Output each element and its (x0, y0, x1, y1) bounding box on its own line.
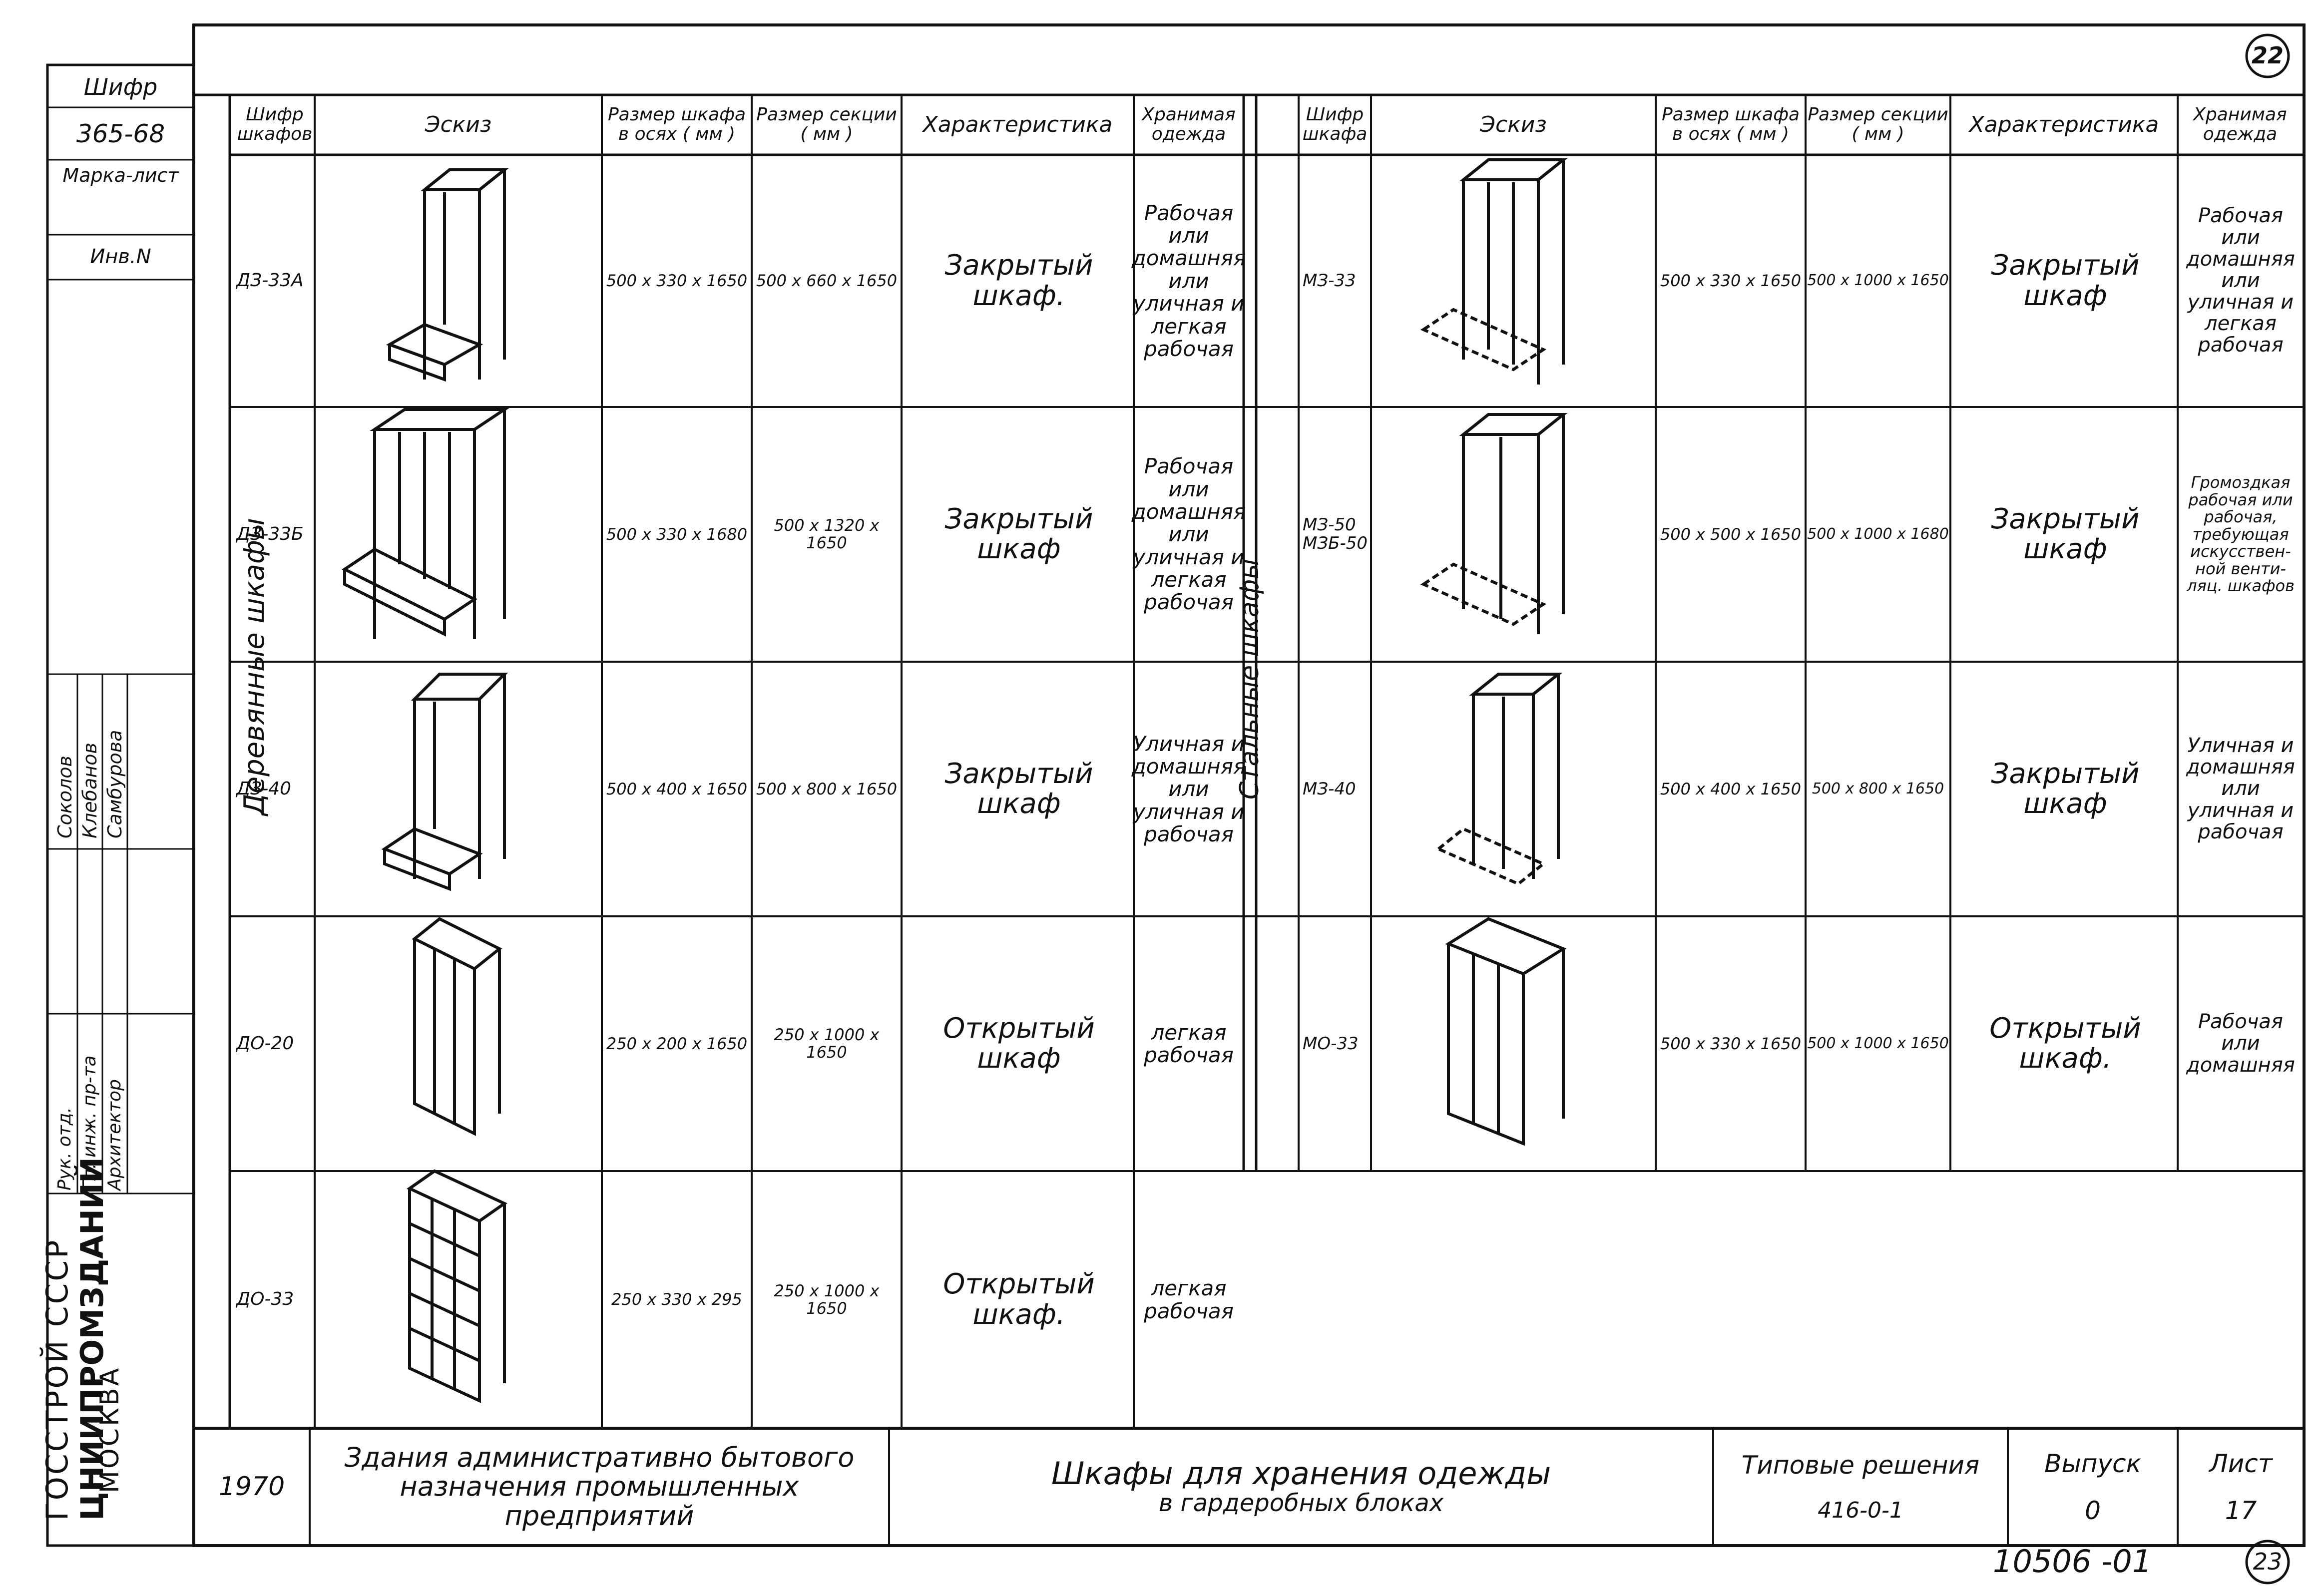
row-characteristic: Закрытый шкаф (944, 757, 1093, 820)
row-clothing: легкая рабочая (1144, 1276, 1234, 1323)
header-sketch-right: Эскиз (1480, 112, 1547, 138)
row-characteristic: Закрытый шкаф (1991, 757, 2140, 820)
header-size-axes: Размер шкафа в осях ( мм ) (607, 104, 746, 144)
header-sketch: Эскиз (425, 112, 492, 138)
stamp-role-1: Рук. отд. (54, 1107, 75, 1191)
row-code: ДЗ-33Б (236, 523, 304, 544)
row-characteristic: Открытый шкаф (943, 1012, 1095, 1075)
issue-value: 0 (2085, 1496, 2101, 1525)
row-size-axes: 500 x 330 x 1650 (1660, 271, 1802, 291)
row-size-section: 500 x 800 x 1650 (1812, 780, 1944, 797)
title-year: 1970 (218, 1472, 285, 1502)
row-code: МЗ-50 МЗБ-50 (1303, 515, 1368, 553)
row-size-section: 500 x 1320 x 1650 (774, 516, 880, 552)
drawing-subtitle: в гардеробных блоках (1158, 1489, 1444, 1518)
row-size-section: 250 x 1000 x 1650 (774, 1025, 880, 1062)
row-size-axes: 500 x 500 x 1650 (1660, 524, 1802, 544)
header-code: Шифр шкафов (237, 104, 313, 144)
row-size-section: 500 x 1000 x 1650 (1807, 272, 1949, 290)
row-characteristic: Открытый шкаф. (1989, 1012, 2141, 1075)
row-size-axes: 500 x 330 x 1650 (606, 271, 748, 291)
title-drawing: Шкафы для хранения одежды в гардеробных … (894, 1428, 1708, 1546)
row-size-section: 500 x 1000 x 1680 (1807, 525, 1949, 543)
series-label: Типовые решения (1741, 1450, 1980, 1480)
row-clothing: Рабочая или домашняя или уличная и легка… (2186, 204, 2295, 357)
header-clothing-right: Хранимая одежда (2193, 104, 2287, 144)
row-characteristic: Закрытый шкаф. (944, 249, 1093, 312)
cipher-value: 365-68 (76, 119, 165, 148)
sketch-d3-33b (342, 408, 509, 639)
sketch-d3-40 (381, 673, 508, 891)
sketch-m0-33 (1445, 917, 1567, 1146)
row-characteristic: Открытый шкаф. (943, 1268, 1095, 1331)
row-size-axes: 250 x 200 x 1650 (606, 1034, 748, 1053)
row-characteristic: Закрытый шкаф (1991, 249, 2140, 312)
stamp-name-3: Самбурова (104, 730, 126, 838)
stamp-name-1: Соколов (54, 756, 76, 838)
row-size-section: 500 x 800 x 1650 (756, 779, 898, 798)
row-clothing: Громоздкая рабочая или рабочая, требующа… (2187, 473, 2295, 596)
row-clothing: Уличная и домашняя или уличная и рабочая (2186, 734, 2295, 843)
header-code-right: Шифр шкафа (1302, 104, 1368, 144)
title-sheet: Лист 17 (2178, 1428, 2304, 1546)
row-clothing: Рабочая или домашняя или уличная и легка… (1131, 454, 1246, 615)
row-clothing: Рабочая или домашняя (2186, 1010, 2295, 1077)
title-project: Здания административно бытового назначен… (344, 1442, 855, 1532)
sketch-m3-40 (1435, 673, 1563, 886)
bottom-number: 23 (2253, 1548, 2283, 1576)
corner-number: 22 (2251, 42, 2284, 69)
row-code: МО-33 (1303, 1033, 1359, 1054)
row-clothing: Уличная и домашняя или уличная и рабочая (1131, 731, 1246, 847)
row-characteristic: Закрытый шкаф (1991, 502, 2140, 565)
row-size-axes: 500 x 330 x 1680 (606, 524, 748, 544)
header-clothing: Хранимая одежда (1142, 104, 1236, 144)
sketch-m3-33 (1420, 158, 1568, 385)
row-size-axes: 500 x 400 x 1650 (606, 779, 748, 798)
row-code: МЗ-40 (1303, 779, 1356, 799)
sheet-value: 17 (2225, 1496, 2257, 1525)
sketch-m3-50 (1420, 413, 1568, 634)
sketch-d0-20 (412, 917, 502, 1136)
series-value: 416-0-1 (1818, 1497, 1903, 1523)
sketch-d3-33a (386, 168, 509, 382)
row-code: ДО-20 (236, 1033, 294, 1054)
row-code: МЗ-33 (1303, 271, 1356, 291)
inv-no: Инв.N (90, 245, 151, 269)
row-code: ДЗ-33А (236, 270, 304, 291)
row-code: ДО-33 (236, 1289, 294, 1310)
row-size-section: 250 x 1000 x 1650 (774, 1281, 880, 1318)
drawing-title: Шкафы для хранения одежды (1051, 1455, 1551, 1492)
title-series: Типовые решения 416-0-1 (1713, 1428, 2008, 1546)
row-clothing: Рабочая или домашняя или уличная и легка… (1131, 200, 1246, 361)
row-code: ДЗ-40 (236, 778, 292, 799)
row-size-section: 500 x 660 x 1650 (756, 271, 898, 291)
header-size-axes-right: Размер шкафа в осях ( мм ) (1661, 104, 1800, 144)
header-size-section-right: Размер секции ( мм ) (1808, 104, 1948, 144)
issue-label: Выпуск (2044, 1449, 2141, 1478)
sheet-label: Лист (2209, 1449, 2273, 1478)
row-clothing: легкая рабочая (1144, 1020, 1234, 1067)
sketch-d0-33 (407, 1169, 507, 1403)
header-characteristic: Характеристика (923, 112, 1113, 138)
row-size-axes: 250 x 330 x 295 (611, 1290, 742, 1309)
org-city: МОСКВА (95, 1366, 125, 1493)
row-characteristic: Закрытый шкаф (944, 502, 1093, 565)
cipher-label: Шифр (83, 73, 158, 101)
mark-sheet: Марка-лист (62, 164, 179, 187)
title-issue: Выпуск 0 (2008, 1428, 2178, 1546)
header-size-section: Размер секции ( мм ) (756, 104, 897, 144)
row-size-section: 500 x 1000 x 1650 (1807, 1034, 1949, 1052)
doc-number: 10506 -01 (1993, 1543, 2152, 1580)
stamp-name-2: Клебанов (79, 743, 101, 838)
header-characteristic-right: Характеристика (1969, 112, 2159, 138)
row-size-axes: 500 x 330 x 1650 (1660, 1034, 1802, 1053)
row-size-axes: 500 x 400 x 1650 (1660, 779, 1802, 798)
